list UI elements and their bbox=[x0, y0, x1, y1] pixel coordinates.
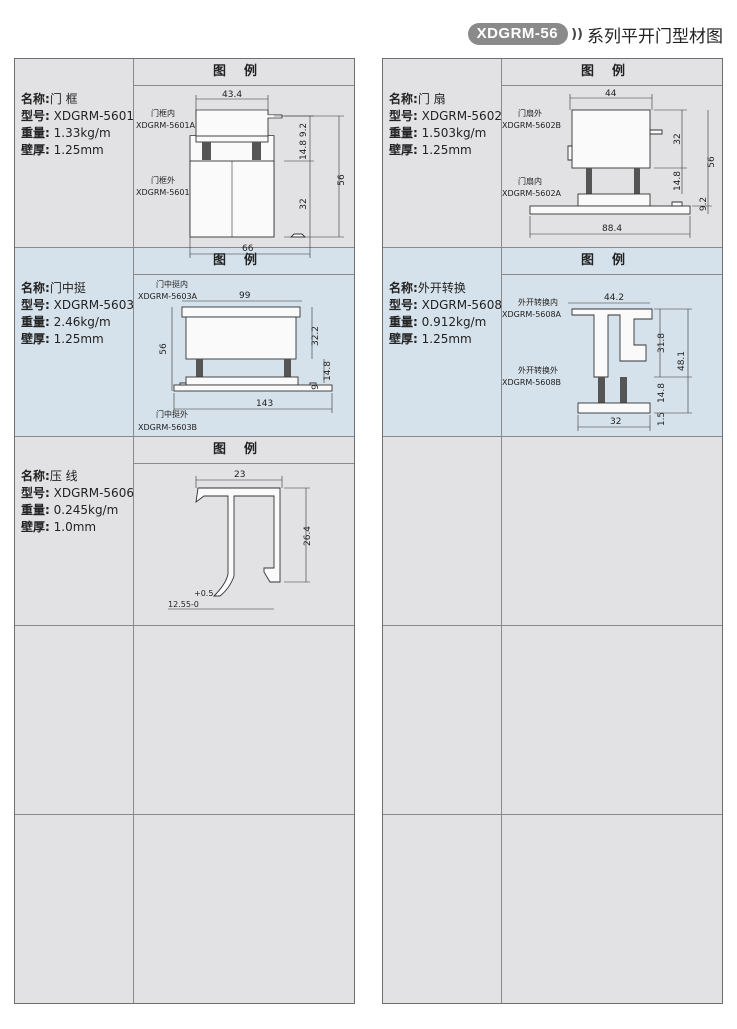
profile-drawing-5602: 门扇外 XDGRM-5602B 门扇内 XDGRM-5602A 44 32 56 bbox=[502, 86, 722, 247]
svg-text:56: 56 bbox=[337, 174, 347, 186]
part-label: 门框外 bbox=[151, 175, 175, 185]
svg-text:XDGRM-5602A: XDGRM-5602A bbox=[502, 189, 562, 198]
figure-header: 图例 bbox=[212, 442, 275, 457]
profile-info-5602: 名称:门 扇 型号: XDGRM-5602 重量: 1.503kg/m 壁厚: … bbox=[389, 92, 502, 157]
profile-drawing-5601: 门框内 XDGRM-5601A 门框外 XDGRM-5601B 43.4 bbox=[134, 86, 354, 258]
svg-text:31.8: 31.8 bbox=[657, 333, 667, 353]
svg-text:门中挺外: 门中挺外 bbox=[156, 409, 188, 419]
svg-text:1.5: 1.5 bbox=[657, 412, 667, 426]
svg-text:XDGRM-5608A: XDGRM-5608A bbox=[502, 310, 562, 319]
svg-text:88.4: 88.4 bbox=[602, 224, 622, 234]
svg-text:56: 56 bbox=[159, 343, 169, 355]
svg-text:12.55-0: 12.55-0 bbox=[168, 600, 199, 609]
svg-text:门扇内: 门扇内 bbox=[518, 176, 542, 186]
table-row bbox=[383, 626, 722, 814]
svg-text:43.4: 43.4 bbox=[222, 90, 242, 100]
svg-text:44: 44 bbox=[605, 89, 617, 99]
svg-text:32: 32 bbox=[610, 417, 621, 427]
svg-text:9.2: 9.2 bbox=[299, 123, 309, 137]
svg-text:14.8: 14.8 bbox=[673, 171, 683, 191]
table-row bbox=[15, 59, 354, 247]
table-row bbox=[383, 437, 722, 625]
series-code-badge: XDGRM-56 bbox=[467, 23, 569, 45]
profile-info-5606: 名称:压 线 型号: XDGRM-5606 重量: 0.245kg/m 壁厚: … bbox=[21, 469, 134, 534]
table-row bbox=[15, 626, 354, 814]
svg-text:26.4: 26.4 bbox=[303, 526, 313, 546]
svg-text:48.1: 48.1 bbox=[677, 351, 687, 371]
svg-text:32.2: 32.2 bbox=[311, 326, 321, 346]
part-code: XDGRM-5601B bbox=[136, 188, 195, 197]
svg-text:外开转换内: 外开转换内 bbox=[518, 297, 558, 307]
part-label: 门框内 bbox=[151, 108, 175, 118]
svg-text:44.2: 44.2 bbox=[604, 293, 624, 303]
svg-text:外开转换外: 外开转换外 bbox=[518, 365, 558, 375]
table-row bbox=[383, 815, 722, 1003]
svg-text:14.8: 14.8 bbox=[299, 140, 309, 160]
svg-text:99: 99 bbox=[239, 291, 251, 301]
svg-text:9: 9 bbox=[311, 384, 321, 390]
svg-text:32: 32 bbox=[673, 133, 683, 144]
figure-header: 图例 bbox=[212, 64, 275, 79]
svg-text:14.8: 14.8 bbox=[323, 361, 333, 381]
table-row bbox=[383, 59, 722, 247]
profile-info-5601: 名称:门 框 型号: XDGRM-5601 重量: 1.33kg/m 壁厚: 1… bbox=[21, 92, 134, 157]
figure-header: 图例 bbox=[580, 64, 643, 79]
profile-info-5608: 名称:外开转换 型号: XDGRM-5608 重量: 0.912kg/m 壁厚:… bbox=[389, 281, 502, 346]
svg-text:XDGRM-5608B: XDGRM-5608B bbox=[502, 378, 561, 387]
svg-text:32: 32 bbox=[299, 198, 309, 209]
profile-info-5603: 名称:门中挺 型号: XDGRM-5603 重量: 2.46kg/m 壁厚: 1… bbox=[21, 281, 134, 346]
figure-header: 图例 bbox=[580, 253, 643, 268]
svg-text:门扇外: 门扇外 bbox=[518, 108, 542, 118]
svg-text:XDGRM-5603B: XDGRM-5603B bbox=[138, 423, 197, 432]
profile-drawing-5603: 门中挺内 XDGRM-5603A 门中挺外 XDGRM-5603B 99 143… bbox=[134, 275, 354, 436]
table-row bbox=[15, 815, 354, 1003]
svg-text:XDGRM-5602B: XDGRM-5602B bbox=[502, 121, 561, 130]
table-row bbox=[15, 248, 354, 436]
page-header: XDGRM-56 )) 系列平开门型材图 bbox=[467, 22, 723, 47]
chevron-decoration: )) bbox=[571, 26, 583, 42]
profile-drawing-5608: 外开转换内 XDGRM-5608A 外开转换外 XDGRM-5608B 44.2… bbox=[502, 275, 722, 436]
svg-text:9.2: 9.2 bbox=[699, 197, 709, 211]
svg-text:66: 66 bbox=[242, 244, 254, 254]
series-title: 系列平开门型材图 bbox=[587, 26, 723, 47]
profile-drawing-5606: 23 26.4 +0.5 12.55-0 bbox=[134, 464, 354, 625]
table-row bbox=[383, 248, 722, 436]
svg-text:14.8: 14.8 bbox=[657, 383, 667, 403]
svg-text:+0.5: +0.5 bbox=[194, 589, 213, 598]
svg-text:门中挺内: 门中挺内 bbox=[156, 279, 188, 289]
part-code: XDGRM-5601A bbox=[136, 121, 196, 130]
table-row bbox=[15, 437, 354, 625]
right-profile-table: 名称:门 扇 型号: XDGRM-5602 重量: 1.503kg/m 壁厚: … bbox=[382, 58, 723, 1004]
svg-text:56: 56 bbox=[707, 156, 717, 168]
svg-text:23: 23 bbox=[234, 470, 245, 480]
svg-text:143: 143 bbox=[256, 399, 273, 409]
figure-header: 图例 bbox=[212, 253, 275, 268]
svg-text:XDGRM-5603A: XDGRM-5603A bbox=[138, 292, 198, 301]
left-profile-table: 名称:门 框 型号: XDGRM-5601 重量: 1.33kg/m 壁厚: 1… bbox=[14, 58, 355, 1004]
